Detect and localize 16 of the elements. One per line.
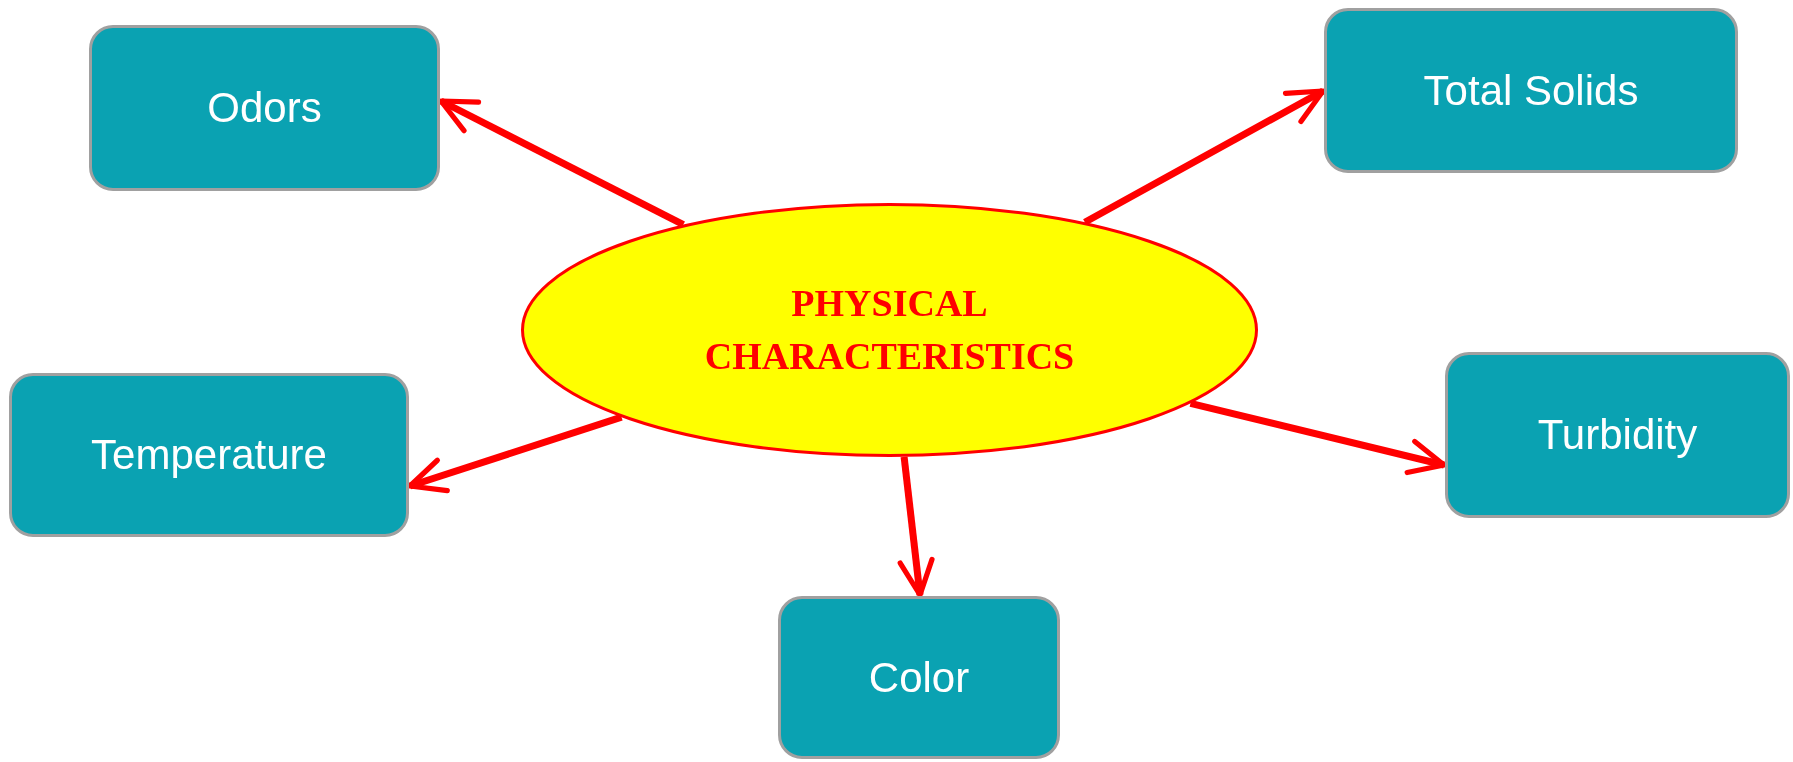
topic-box — [89, 25, 440, 191]
topic-label: Color — [868, 653, 970, 702]
arrow — [438, 97, 685, 228]
topic-box — [1324, 8, 1738, 173]
topic-label: Turbidity — [1537, 411, 1698, 459]
topic-title: PHYSICAL CHARACTERISTICS — [703, 280, 1076, 379]
topic-box — [1445, 352, 1790, 518]
arrow — [897, 456, 935, 598]
arrow — [1083, 87, 1326, 226]
arrow — [1189, 399, 1447, 476]
arrow — [407, 413, 623, 494]
topic-label: Odors — [207, 84, 322, 132]
topic-label: Total Solids — [1423, 66, 1639, 115]
topic-box — [9, 373, 409, 537]
topic-box — [778, 596, 1060, 759]
topic-label: Temperature — [91, 431, 327, 479]
